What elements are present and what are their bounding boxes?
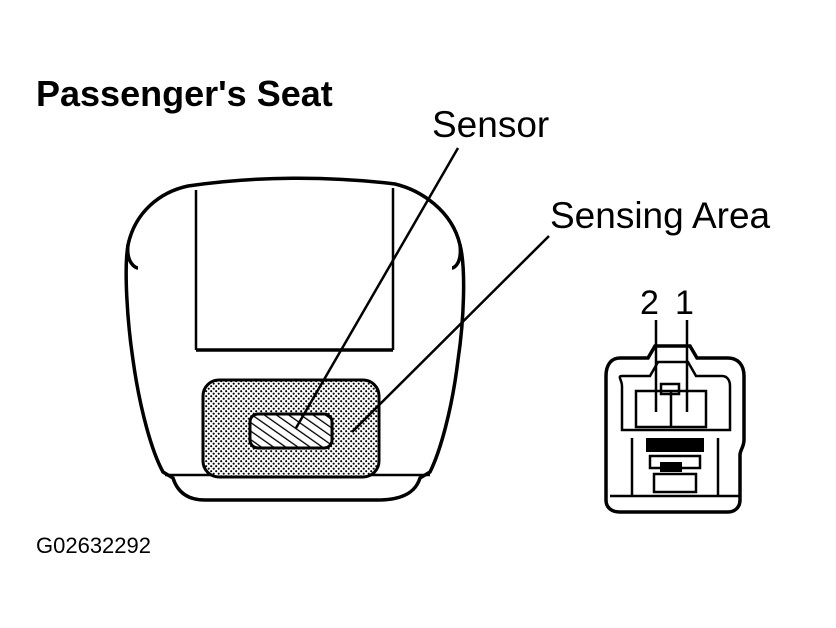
connector-latch-tab — [659, 382, 681, 396]
connector-lock-bar — [646, 438, 704, 452]
figure-code: G02632292 — [36, 533, 151, 558]
sensor-leader-line — [294, 147, 460, 429]
sensing-area-label: Sensing Area — [550, 195, 771, 236]
pin-1-label: 1 — [675, 284, 694, 322]
diagram-title: Passenger's Seat — [36, 73, 333, 114]
sensing-area-leader-line — [351, 235, 550, 433]
sensor-label: Sensor — [432, 104, 549, 145]
pin-2-label: 2 — [640, 284, 659, 322]
connector — [604, 344, 746, 514]
sensor-element — [248, 412, 334, 450]
